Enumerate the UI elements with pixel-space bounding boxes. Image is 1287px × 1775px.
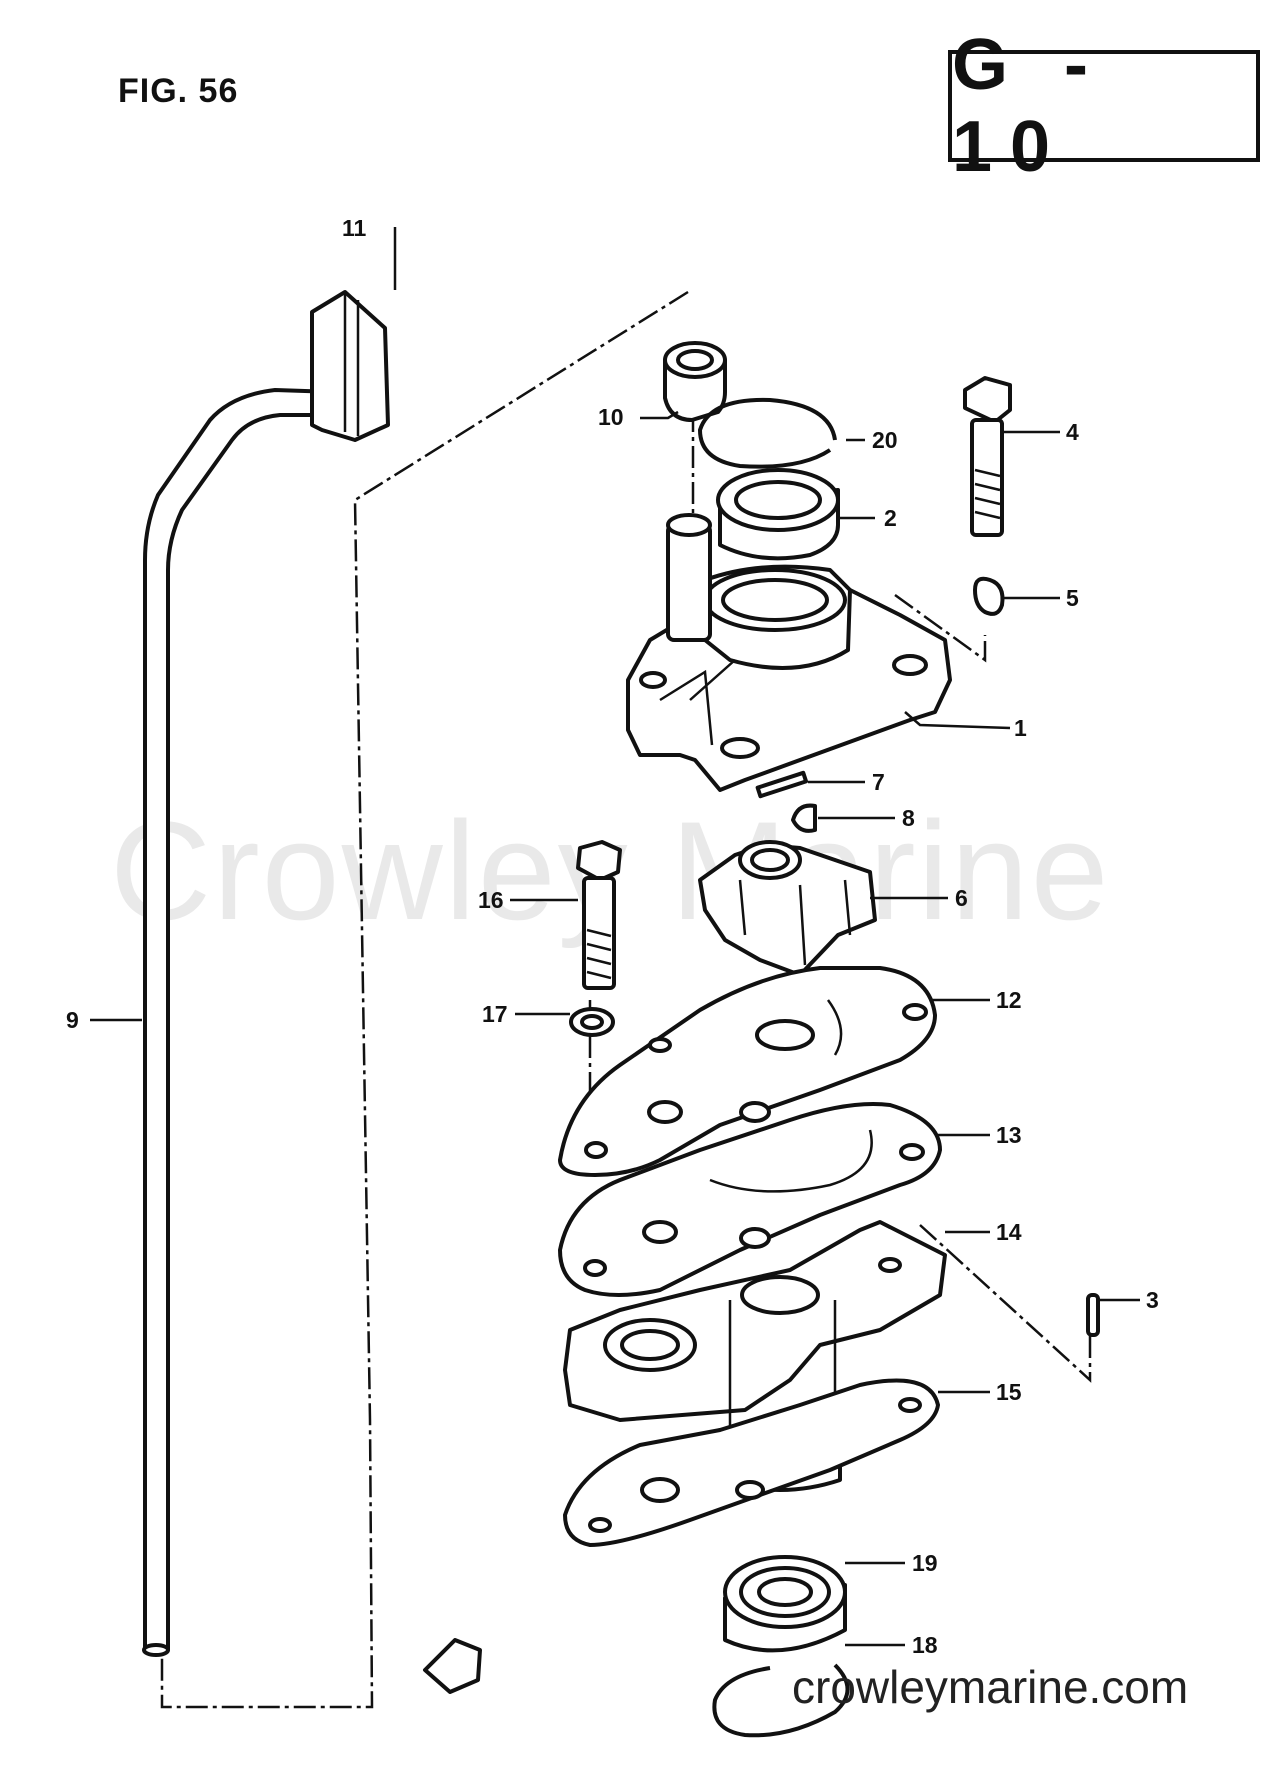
callout-7: 7 [872,769,885,795]
washer-5-part [973,576,1005,616]
callout-20: 20 [872,427,898,453]
callout-9: 9 [66,1007,79,1033]
website-link[interactable]: crowleymarine.com [792,1661,1189,1713]
callout-18: 18 [912,1632,938,1658]
callout-4: 4 [1066,419,1079,445]
front-arrow-icon [423,1638,482,1694]
gasket-15-part [563,1378,940,1547]
pump-case-part [626,513,952,792]
figure-label: FIG. 56 [118,72,239,110]
bolt-4-part [963,376,1012,537]
impeller-part [698,840,877,977]
water-tube-part [143,388,337,1652]
bushing-part [663,341,727,422]
circlip-part [712,1663,850,1738]
callout-15: 15 [996,1379,1022,1405]
callout-12: 12 [996,987,1022,1013]
bearing-part [723,1555,847,1653]
washer-17-part [569,1007,615,1037]
callout-3: 3 [1146,1287,1159,1313]
alignment-line-washer5 [894,593,987,663]
callout-10: 10 [598,404,624,430]
callout-17: 17 [482,1001,508,1027]
grommet-part [310,290,390,442]
callout-1: 1 [1014,715,1027,741]
leader-lines [90,227,1140,1647]
seal-part [716,468,840,561]
callout-8: 8 [902,805,915,831]
page-code-box: G - 10 [948,25,1260,187]
plate-12-part [558,966,937,1177]
pin-3-part [1086,1293,1100,1337]
key-8-part [791,803,817,833]
callout-5: 5 [1066,585,1079,611]
snap-ring-part [698,397,837,469]
alignment-line-main [160,290,689,1709]
gasket-13-part [558,1102,942,1297]
water-tube-end [142,1643,170,1657]
callout-11: 11 [342,215,367,241]
callout-6: 6 [955,885,968,911]
callout-14: 14 [996,1219,1022,1245]
bolt-16-part [576,840,622,990]
callout-2: 2 [884,505,897,531]
callout-13: 13 [996,1122,1022,1148]
callout-16: 16 [478,887,504,913]
pin-7-part [755,770,809,799]
alignment-line-pin3 [919,1224,1092,1383]
callout-19: 19 [912,1550,938,1576]
